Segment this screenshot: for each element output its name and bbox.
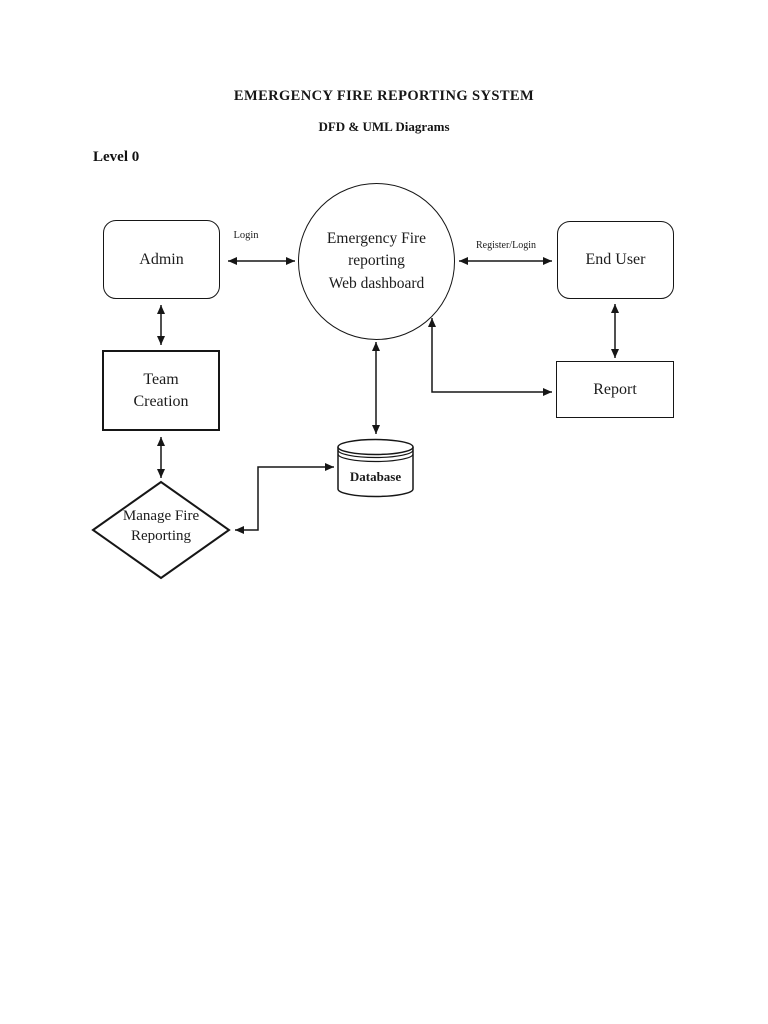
end-user-entity: End User	[557, 221, 674, 299]
admin-entity: Admin	[103, 220, 220, 299]
dashboard-process: Emergency Fire reporting Web dashboard	[298, 183, 455, 340]
report-label: Report	[593, 380, 637, 398]
arrow-managefire-database-elbow	[235, 463, 334, 534]
dashboard-label: Emergency Fire reporting Web dashboard	[326, 229, 427, 292]
end-user-label: End User	[585, 251, 646, 269]
page-title: EMERGENCY FIRE REPORTING SYSTEM	[233, 88, 535, 104]
admin-label: Admin	[139, 250, 184, 268]
edge-label-login: Login	[233, 230, 259, 241]
manage-fire-decision-shape	[91, 480, 231, 580]
level-label: Level 0	[93, 149, 140, 165]
edge-label-register-login: Register/Login	[476, 240, 536, 251]
database-cylinder-shape	[337, 438, 414, 498]
team-creation-box: Team Creation	[102, 350, 220, 431]
team-creation-label: Team Creation	[133, 370, 189, 410]
database-label: Database	[349, 469, 402, 484]
report-box: Report	[556, 361, 674, 418]
arrow-dashboard-report-elbow	[428, 318, 552, 396]
page-subtitle: DFD & UML Diagrams	[318, 119, 450, 134]
manage-fire-decision-label: Manage Fire Reporting	[122, 508, 200, 545]
